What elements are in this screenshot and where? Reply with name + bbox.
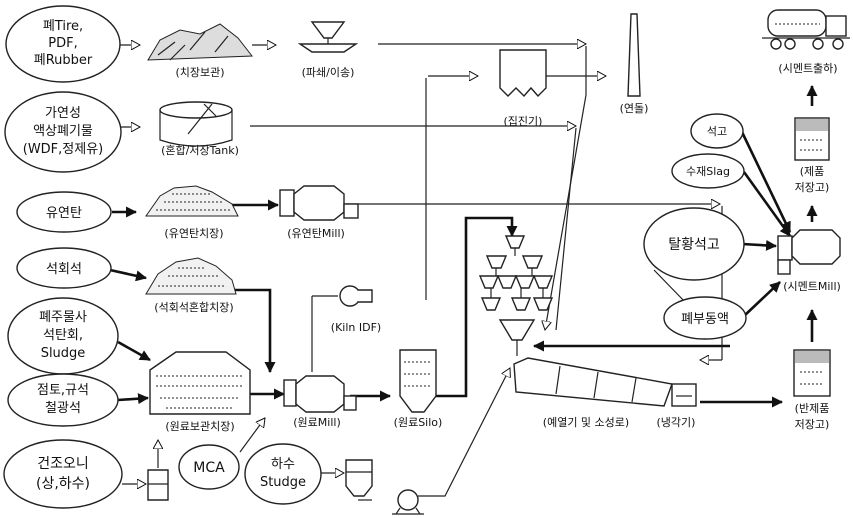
ellipse-sewage: 건조오니 (상,하수) — [3, 439, 123, 509]
coal-label: 유연탄 — [46, 206, 82, 221]
raw-mill-icon: (원료Mill) — [283, 375, 357, 429]
raw-silo-label: (원료Silo) — [394, 416, 443, 429]
coal-yard-label: (유연탄치장) — [164, 227, 223, 240]
sludge-line-2: Studge — [260, 475, 306, 490]
ellipse-gypsum: 석고 — [690, 113, 744, 149]
ellipse-desulf-gypsum: 탈황석고 — [643, 207, 745, 281]
tire-line-3: 폐Rubber — [34, 53, 93, 68]
casting-line-2: 석탄회, — [43, 328, 83, 343]
ellipse-mca: MCA — [178, 444, 240, 490]
liquid-line-3: (WDF,정제유) — [23, 142, 104, 157]
coal-mill-label: (유연탄Mill) — [287, 227, 345, 240]
tire-storage-pile: (치장보관) — [147, 23, 253, 79]
stack-icon: (연돌) — [620, 13, 649, 115]
cooler-label: (냉각기) — [657, 416, 696, 429]
dust-collector-label: (집진기) — [504, 115, 543, 128]
flow-casting-to-raw — [117, 340, 151, 362]
mix-tank-icon: (혼합/저장Tank) — [159, 101, 239, 157]
tire-line-1: 폐Tire, — [43, 19, 83, 34]
sewage-line-2: (상,하수) — [36, 476, 90, 492]
flow-lime-to-yard — [109, 268, 147, 282]
mix-tank-label: (혼합/저장Tank) — [161, 144, 239, 157]
desulf-gypsum-label: 탈황석고 — [668, 237, 720, 253]
byproduct-label: 폐부동액 — [681, 312, 729, 327]
casting-line-1: 폐주물사 — [39, 310, 87, 325]
flow-yard-to-rawmill — [234, 288, 276, 373]
cement-ship-label: (시멘트출하) — [778, 61, 837, 75]
cement-mill-icon: (시멘트Mill) — [777, 229, 841, 293]
liquid-line-1: 가연성 — [45, 106, 81, 121]
raw-mill-label: (원료Mill) — [293, 416, 340, 429]
cement-truck-icon: (시멘트출하) — [762, 9, 850, 75]
stack-label: (연돌) — [620, 102, 649, 115]
product-silo-label-2: 저장고) — [795, 181, 830, 194]
cooler-icon: (냉각기) — [657, 383, 697, 429]
flow-mca-to-rawmill — [239, 418, 265, 453]
flow-slag-to-mill — [742, 171, 792, 237]
raw-silo-icon: (원료Silo) — [394, 349, 443, 429]
sludge-tank-icon — [345, 459, 373, 497]
dust-collector-icon: (집진기) — [499, 49, 547, 128]
raw-storage-label: (원료보관치장) — [165, 420, 234, 433]
raw-storage-icon: (원료보관치장) — [149, 351, 251, 433]
lime-yard-label: (석회석혼합치장) — [154, 301, 233, 314]
coal-yard-icon: (유연탄치장) — [145, 185, 239, 240]
ellipse-clay: 점토,규석 철광석 — [7, 373, 119, 427]
casting-line-3: Sludge — [41, 346, 86, 361]
sewage-hopper-icon — [147, 469, 169, 501]
tire-line-2: PDF, — [48, 36, 77, 51]
liquid-line-2: 액상폐기물 — [33, 124, 93, 139]
semi-silo-label-1: (반제품 — [795, 402, 830, 415]
flow-tank-to-kiln — [555, 127, 577, 331]
gypsum-label: 석고 — [707, 125, 727, 138]
ellipse-tire: 폐Tire, PDF, 폐Rubber — [5, 5, 121, 83]
cement-mill-label: (시멘트Mill) — [783, 280, 841, 293]
tire-storage-label: (치장보관) — [175, 66, 224, 79]
kiln-icon: (예열기 및 소성로) — [513, 357, 673, 429]
flow-byproduct-to-mill — [743, 281, 781, 317]
coal-mill-icon: (유연탄Mill) — [279, 185, 359, 240]
clay-line-2: 철광석 — [45, 401, 81, 416]
preheater-icon — [478, 235, 554, 356]
ellipse-coal: 유연탄 — [16, 191, 112, 233]
sewage-line-1: 건조오니 — [37, 456, 89, 472]
product-silo-label-1: (제품 — [800, 165, 825, 178]
crusher-label: (파쇄/이송) — [302, 66, 355, 79]
flow-silo-to-preheater — [436, 216, 518, 398]
flow-pump-to-kiln — [418, 368, 510, 497]
mca-label: MCA — [193, 460, 225, 476]
flow-desulf-to-mill — [741, 239, 777, 251]
flow-lines — [109, 44, 818, 501]
flow-clay-to-raw — [117, 393, 149, 405]
ellipse-limestone: 석회석 — [16, 247, 112, 289]
kiln-idf-label: (Kiln IDF) — [331, 321, 381, 334]
lime-yard-icon: (석회석혼합치장) — [145, 257, 237, 314]
ellipse-slag: 수재Slag — [671, 153, 745, 189]
slag-label: 수재Slag — [686, 165, 730, 178]
ellipse-liquid: 가연성 액상폐기물 (WDF,정제유) — [4, 91, 122, 173]
clay-line-1: 점토,규석 — [37, 383, 89, 398]
flow-gypsum-to-mill — [740, 131, 792, 233]
sludge-line-1: 하수 — [271, 457, 295, 472]
semi-silo-label-2: 저장고) — [795, 418, 830, 431]
flow-to-kiln-top — [545, 94, 587, 330]
semi-silo-icon: (반제품 저장고) — [793, 349, 831, 431]
kiln-label: (예열기 및 소성로) — [543, 416, 629, 429]
sludge-pump-icon — [392, 489, 424, 515]
limestone-label: 석회석 — [46, 262, 82, 277]
crusher-icon: (파쇄/이송) — [297, 21, 359, 79]
ellipse-casting: 폐주물사 석탄회, Sludge — [7, 297, 119, 375]
ellipse-byproduct: 폐부동액 — [663, 296, 747, 340]
product-silo-icon: (제품 저장고) — [794, 117, 830, 194]
ellipse-sludge: 하수 Studge — [244, 443, 322, 505]
kiln-idf-icon: (Kiln IDF) — [331, 285, 381, 334]
